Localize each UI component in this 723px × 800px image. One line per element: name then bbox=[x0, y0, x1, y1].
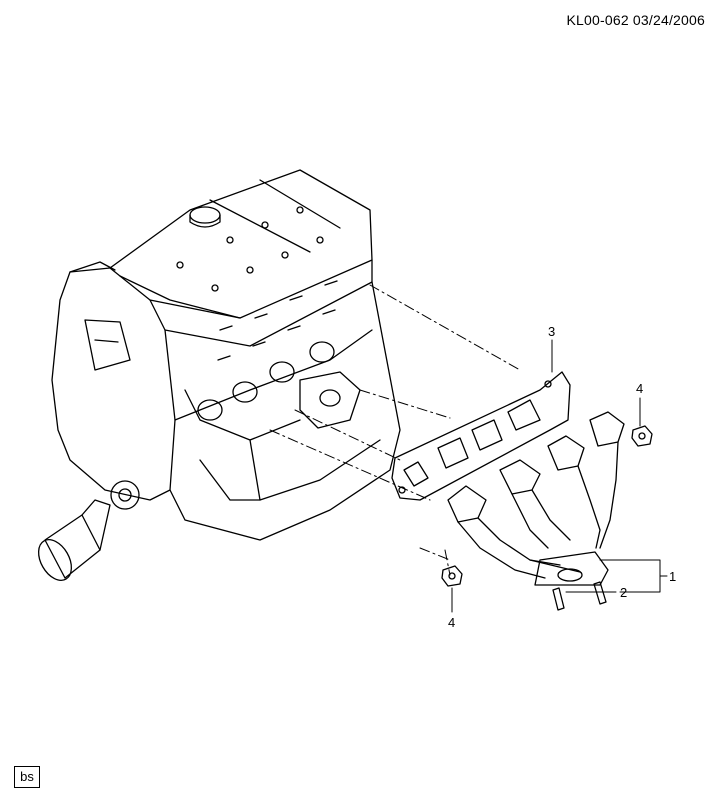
manifold-nut-lower bbox=[441, 565, 463, 587]
diagram-reference-code: KL00-062 03/24/2006 bbox=[566, 12, 705, 28]
callout-2: 2 bbox=[620, 585, 627, 600]
callout-3: 3 bbox=[548, 324, 555, 339]
callout-4-lower: 4 bbox=[448, 615, 455, 630]
callout-leaders bbox=[451, 339, 668, 613]
manifold-studs bbox=[552, 581, 607, 611]
exhaust-manifold-gasket bbox=[391, 371, 571, 501]
callout-1: 1 bbox=[669, 569, 676, 584]
alignment-lines bbox=[269, 284, 521, 576]
exhaust-manifold bbox=[447, 411, 625, 586]
callout-4-upper: 4 bbox=[636, 381, 643, 396]
manifold-nut-upper bbox=[631, 425, 653, 447]
section-tag: bs bbox=[14, 766, 40, 788]
engine-assembly bbox=[37, 169, 401, 581]
